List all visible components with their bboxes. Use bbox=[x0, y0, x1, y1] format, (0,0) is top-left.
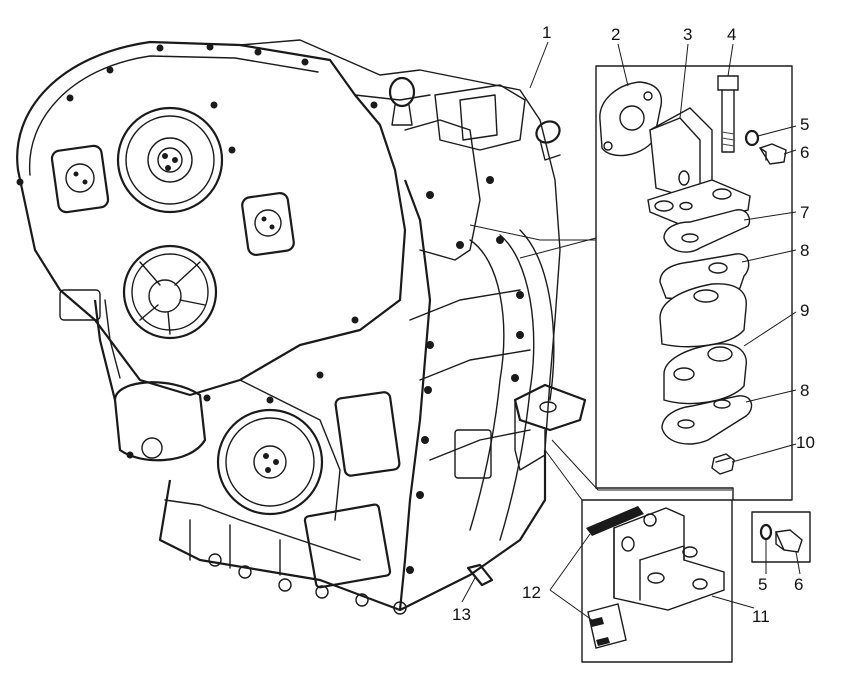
rubber-pad-upper bbox=[659, 283, 747, 348]
callout-6-lower: 6 bbox=[794, 575, 803, 594]
callout-12: 12 bbox=[522, 583, 541, 602]
short-bolt-upper bbox=[758, 143, 787, 165]
short-bolt-lower bbox=[774, 529, 803, 553]
callout-5-lower: 5 bbox=[758, 575, 767, 594]
spacer-lower bbox=[661, 395, 753, 445]
callout-labels: 1 2 3 4 5 6 7 8 9 8 10 5 6 11 12 13 bbox=[452, 23, 815, 626]
gasket-strip-upper bbox=[586, 506, 644, 536]
rubber-pad-lower bbox=[663, 343, 747, 405]
long-bolt bbox=[717, 75, 739, 153]
washer-lower bbox=[759, 523, 773, 541]
gearbox-housing bbox=[16, 39, 587, 615]
callout-13: 13 bbox=[452, 605, 471, 624]
gasket-plate bbox=[599, 81, 663, 157]
callout-6-upper: 6 bbox=[800, 143, 809, 162]
callout-5-upper: 5 bbox=[800, 115, 809, 134]
callout-8-upper: 8 bbox=[800, 241, 809, 260]
callout-9: 9 bbox=[800, 301, 809, 320]
housing-bolt-heads bbox=[16, 43, 524, 574]
callout-4: 4 bbox=[727, 25, 736, 44]
callout-10: 10 bbox=[796, 433, 815, 452]
washer-upper bbox=[744, 129, 760, 147]
callout-3: 3 bbox=[683, 25, 692, 44]
parts-frame-lower bbox=[581, 499, 733, 663]
nut bbox=[711, 453, 735, 475]
callout-7: 7 bbox=[800, 203, 809, 222]
callout-1: 1 bbox=[542, 23, 551, 42]
bolt-inset-frame bbox=[751, 511, 811, 563]
callout-8-lower: 8 bbox=[800, 381, 809, 400]
bottom-bolts bbox=[208, 553, 407, 615]
leader-lines bbox=[461, 41, 801, 621]
lower-mount-exploded-view bbox=[544, 439, 811, 663]
upper-mount-exploded-view bbox=[469, 65, 793, 501]
callout-11: 11 bbox=[752, 607, 770, 626]
callout-2: 2 bbox=[611, 25, 620, 44]
